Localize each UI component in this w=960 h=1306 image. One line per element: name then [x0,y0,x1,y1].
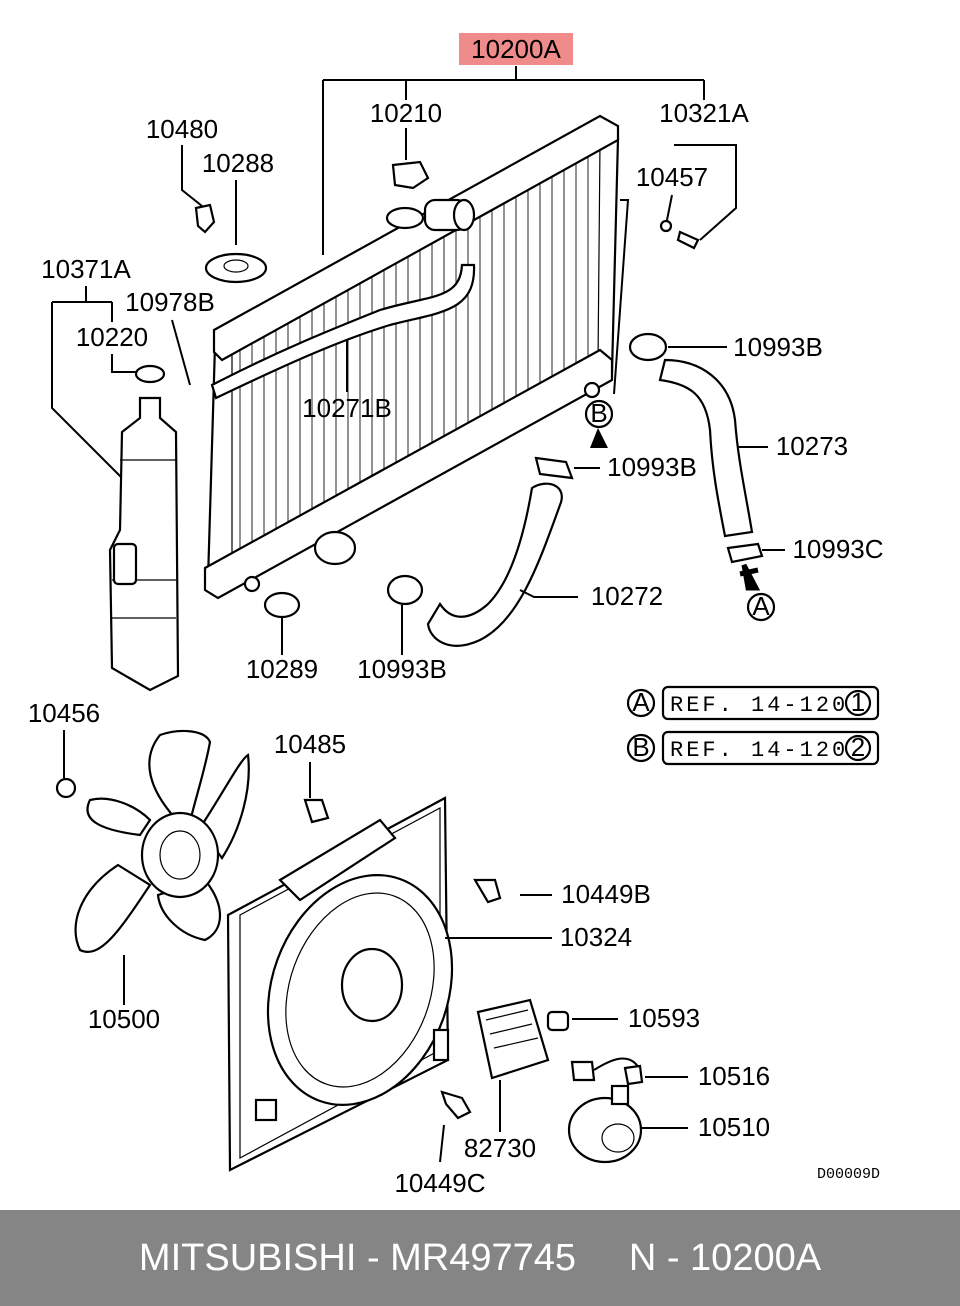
highlight-box [459,33,573,65]
callout-10457[interactable]: 10457 [636,162,708,192]
callout-10200A[interactable]: 10200A [471,34,561,64]
callout-10371A[interactable]: 10371A [41,254,131,284]
radiator [203,114,620,600]
svg-text:1: 1 [851,687,865,717]
hose-10273 [658,358,754,538]
fan-motor-10510 [567,1084,643,1164]
footer-text: MITSUBISHI - MR497745 N - 10200A [138,1236,822,1279]
callout-10485[interactable]: 10485 [274,729,346,759]
callout-10516[interactable]: 10516 [698,1061,770,1091]
callout-10449C[interactable]: 10449C [394,1168,485,1198]
callout-10593[interactable]: 10593 [628,1003,700,1033]
callout-82730[interactable]: 82730 [464,1133,536,1163]
hose-10272 [426,482,563,647]
callout-10288[interactable]: 10288 [202,148,274,178]
callout-10456[interactable]: 10456 [28,698,100,728]
svg-text:REF. 14-120: REF. 14-120 [670,693,848,718]
control-module-82730 [476,998,550,1080]
callout-10993B-bot[interactable]: 10993B [357,654,447,684]
callout-10993B-mid[interactable]: 10993B [607,452,697,482]
svg-text:B: B [590,398,607,428]
callout-10510[interactable]: 10510 [698,1112,770,1142]
callout-10321A[interactable]: 10321A [659,98,749,128]
reference-a[interactable]: A REF. 14-120 1 [626,685,880,721]
shroud-10324 [226,796,454,1172]
callout-10449B[interactable]: 10449B [561,879,651,909]
reserve-tank [108,396,180,692]
diagram-code: D00009D [817,1166,880,1183]
callout-10993B-top[interactable]: 10993B [733,332,823,362]
svg-text:REF. 14-120: REF. 14-120 [670,738,848,763]
callout-10500[interactable]: 10500 [88,1004,160,1034]
marker-b-top [584,399,614,429]
svg-text:A: A [632,687,650,717]
cap-10210 [391,160,430,190]
callout-10480[interactable]: 10480 [146,114,218,144]
svg-text:2: 2 [851,732,865,762]
callout-10978B[interactable]: 10978B [125,287,215,317]
parts-diagram: 10200A 10210 10321A 10457 10480 [28,33,884,1198]
callout-10993C[interactable]: 10993C [792,534,883,564]
footer-bar: MITSUBISHI - MR497745 N - 10200A [0,1210,960,1306]
fan-10500 [74,729,250,953]
callout-10273[interactable]: 10273 [776,431,848,461]
callout-10220[interactable]: 10220 [76,322,148,352]
marker-a-bottom [746,592,776,622]
callout-10289[interactable]: 10289 [246,654,318,684]
reference-b[interactable]: B REF. 14-120 2 [626,730,880,766]
callout-10271B[interactable]: 10271B [302,393,392,423]
callout-10324[interactable]: 10324 [560,922,632,952]
callout-10210[interactable]: 10210 [370,98,442,128]
svg-text:B: B [632,732,649,762]
callout-10272[interactable]: 10272 [591,581,663,611]
svg-text:A: A [752,591,770,621]
